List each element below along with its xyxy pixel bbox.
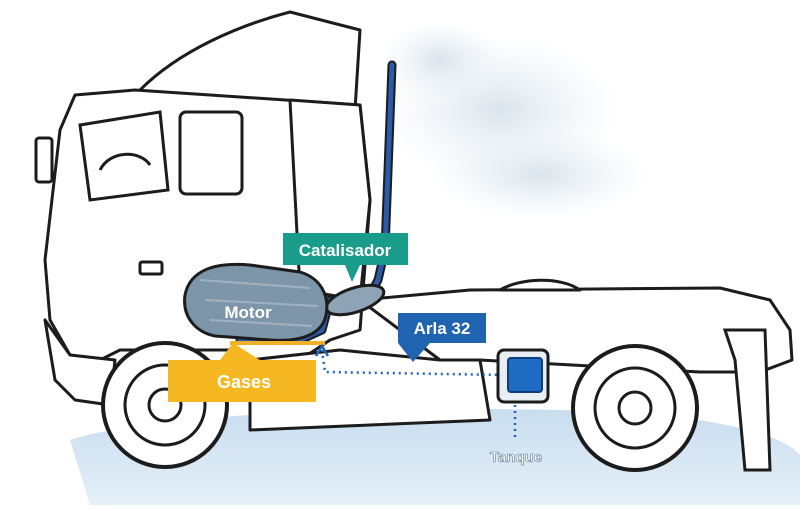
fifth-wheel bbox=[498, 278, 582, 292]
cab-rear-panel bbox=[288, 98, 372, 302]
gases-label: Gases bbox=[217, 372, 271, 392]
mudflap bbox=[722, 328, 772, 472]
engine-block bbox=[183, 262, 329, 342]
arla-label: Arla 32 bbox=[414, 319, 471, 338]
catalisador-callout: Catalisador bbox=[283, 233, 408, 282]
roof-fairing bbox=[138, 10, 362, 112]
arla-arrow-tip bbox=[314, 343, 330, 357]
side-mirror bbox=[34, 136, 54, 184]
door-handle bbox=[138, 260, 164, 276]
gases-callout: Gases bbox=[168, 343, 316, 402]
windshield bbox=[78, 110, 170, 202]
side-window bbox=[178, 110, 244, 196]
rear-wheel bbox=[571, 344, 699, 472]
catalisador-label: Catalisador bbox=[299, 241, 392, 260]
exhaust-smoke bbox=[380, 20, 650, 220]
motor-label: Motor bbox=[224, 303, 272, 322]
cab-windows bbox=[34, 110, 244, 276]
steering-wheel bbox=[98, 152, 152, 171]
arla-callout: Arla 32 bbox=[398, 313, 486, 362]
tanque-label: Tanque bbox=[490, 449, 542, 466]
arla-tank bbox=[496, 348, 550, 404]
arla-dotted-line bbox=[320, 349, 517, 440]
